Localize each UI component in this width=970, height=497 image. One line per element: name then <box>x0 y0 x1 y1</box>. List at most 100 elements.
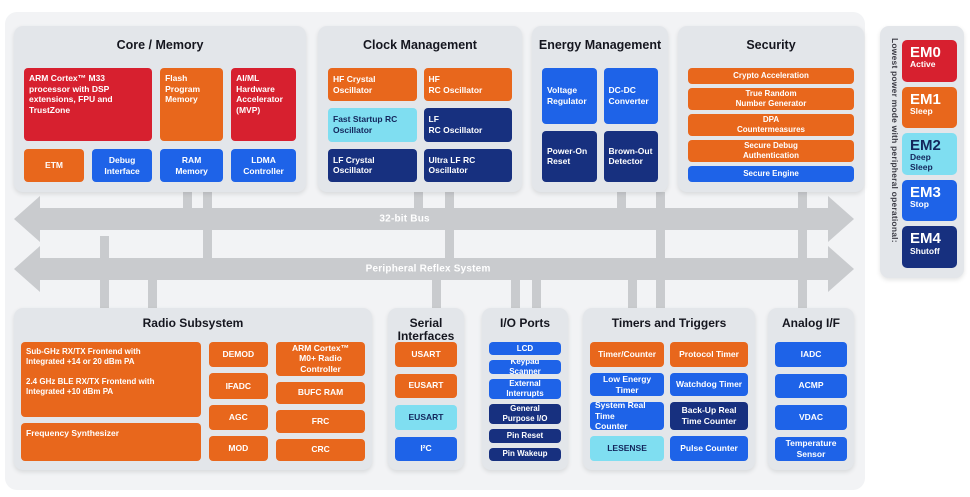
panel-radio-subsystem: Radio Subsystem Sub-GHz RX/TX Frontend w… <box>14 308 372 470</box>
panel-title: Security <box>746 38 796 52</box>
em-mode-name: EM3 <box>910 183 941 201</box>
block-secure-engine: Secure Engine <box>688 166 854 183</box>
bus-body <box>38 258 830 280</box>
block-pin-reset: Pin Reset <box>489 429 561 443</box>
bus-connector <box>432 272 441 308</box>
block-arm-cortex-m0-radio-controller: ARM Cortex™ M0+ Radio Controller <box>276 342 365 376</box>
block-agc: AGC <box>208 404 269 430</box>
block-hf-crystal-oscillator: HF Crystal Oscillator <box>328 68 417 102</box>
block-keypad-scanner: Keypad Scanner <box>489 360 561 374</box>
block-sub-ghz-rx-tx-frontend-with-integrated-14-: Sub-GHz RX/TX Frontend with Integrated +… <box>21 342 201 417</box>
bus-connector <box>617 192 626 222</box>
sidebar-vertical-label: Lowest power mode with peripheral operat… <box>890 38 900 243</box>
block-arm-cortex-m33-processor-with-dsp-extensio: ARM Cortex™ M33 processor with DSP exten… <box>24 68 153 141</box>
block-mod: MOD <box>208 435 269 461</box>
panel-title: Serial Interfaces <box>397 316 455 344</box>
panel-title: I/O Ports <box>499 316 550 330</box>
block-brown-out-detector: Brown-Out Detector <box>603 130 658 182</box>
block-hf-rc-oscillator: HF RC Oscillator <box>423 68 512 102</box>
block-lesense: LESENSE <box>590 435 665 461</box>
block-lf-rc-oscillator: LF RC Oscillator <box>423 108 512 142</box>
panel-title: Timers and Triggers <box>611 316 727 330</box>
panel-energy-modes: Lowest power mode with peripheral operat… <box>880 26 964 278</box>
block-iadc: IADC <box>775 342 847 367</box>
block-i-c: I²C <box>395 436 457 461</box>
block-debug-interface: Debug Interface <box>92 149 153 182</box>
panel-serial-interfaces: Serial Interfaces USART EUSART EUSART I²C <box>388 308 464 470</box>
bus-connector <box>183 192 192 222</box>
block-ai-ml-hardware-accelerator-mvp: AI/ML Hardware Accelerator (MVP) <box>231 68 296 141</box>
block-vdac: VDAC <box>775 405 847 430</box>
em-mode-name: EM0 <box>910 44 941 61</box>
block-usart: USART <box>395 342 457 367</box>
block-eusart: EUSART <box>395 405 457 430</box>
block-pin-wakeup: Pin Wakeup <box>489 447 561 461</box>
block-voltage-regulator: Voltage Regulator <box>542 68 597 124</box>
panel-title: Energy Management <box>538 38 662 52</box>
block-timer-counter: Timer/Counter <box>590 342 665 368</box>
bus-label: Peripheral Reflex System <box>365 263 491 275</box>
bus-connector <box>445 192 454 272</box>
em-mode-state: Shutoff <box>910 245 940 256</box>
radio-frontend-column: Sub-GHz RX/TX Frontend with Integrated +… <box>21 342 201 461</box>
block-etm: ETM <box>24 149 85 182</box>
block-dc-dc-converter: DC-DC Converter <box>603 68 658 124</box>
bus-connector <box>628 272 637 308</box>
bus-label: 32-bit Bus <box>379 213 430 225</box>
bus-32bit: 32-bit Bus <box>14 196 854 242</box>
arrow-right-icon <box>828 246 854 292</box>
block-lf-crystal-oscillator: LF Crystal Oscillator <box>328 148 417 182</box>
block-pulse-counter: Pulse Counter <box>670 435 748 461</box>
block-flash-program-memory: Flash Program Memory <box>160 68 224 141</box>
block-temperature-sensor: Temperature Sensor <box>775 436 847 461</box>
panel-title: Radio Subsystem <box>142 316 244 330</box>
block-ram-memory: RAM Memory <box>160 149 224 182</box>
panel-title: Clock Management <box>363 38 477 52</box>
bus-connector <box>511 272 520 308</box>
block-power-on-reset: Power-On Reset <box>542 130 597 182</box>
block-frc: FRC <box>276 410 365 433</box>
bus-peripheral-reflex-system: Peripheral Reflex System <box>14 246 854 292</box>
block-fast-startup-rc-oscillator: Fast Startup RC Oscillator <box>328 108 417 142</box>
em-mode-name: EM4 <box>910 230 941 248</box>
block-protocol-timer: Protocol Timer <box>670 342 748 368</box>
block-watchdog-timer: Watchdog Timer <box>670 373 748 397</box>
bus-connector <box>414 192 423 222</box>
arrow-left-icon <box>14 196 40 242</box>
block-external-interrupts: External Interrupts <box>489 378 561 400</box>
block-group: ARM Cortex™ M33 processor with DSP exten… <box>24 68 296 182</box>
arrow-right-icon <box>828 196 854 242</box>
block-ifadc: IFADC <box>208 373 269 399</box>
em-mode-state: Active <box>910 59 936 70</box>
block-lcd: LCD <box>489 342 561 356</box>
block-ultra-lf-rc-oscillator: Ultra LF RC Oscillator <box>423 148 512 182</box>
em-mode-name: EM2 <box>910 137 941 155</box>
em-mode-state: Stop <box>910 199 929 210</box>
block-crc: CRC <box>276 438 365 462</box>
bus-connector <box>203 192 212 272</box>
block-group: Sub-GHz RX/TX Frontend with Integrated +… <box>21 342 365 462</box>
block-eusart: EUSART <box>395 373 457 398</box>
em-mode-name: EM1 <box>910 90 941 108</box>
bus-connector <box>798 192 807 308</box>
